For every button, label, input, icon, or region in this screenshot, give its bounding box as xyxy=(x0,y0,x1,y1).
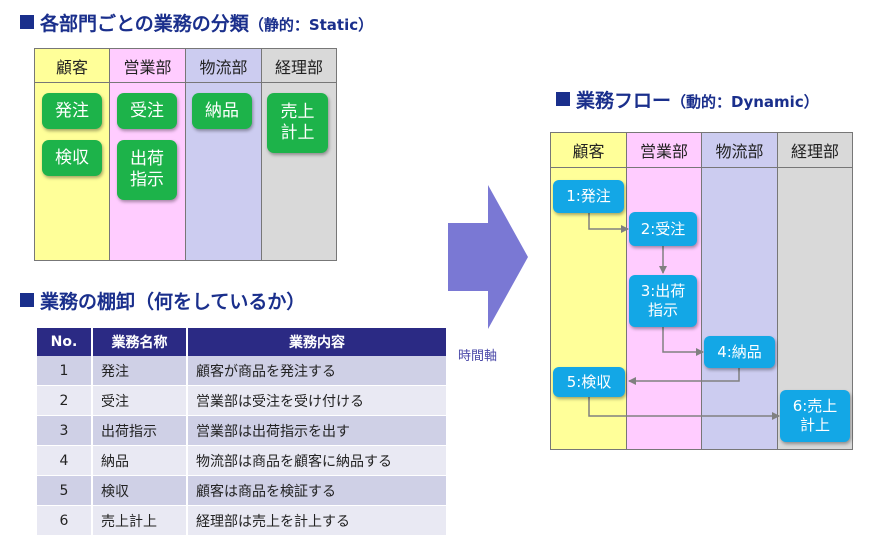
cell-name: 発注 xyxy=(92,356,188,386)
static-section-heading: 各部門ごとの業務の分類（静的：Static） xyxy=(20,9,373,36)
connector-3-to-4 xyxy=(662,327,704,356)
cell-name: 売上計上 xyxy=(92,505,188,536)
task-shipping-instruction: 出荷 指示 xyxy=(117,140,177,200)
flow-step-sales-recording-label: 6:売上 計上 xyxy=(792,397,838,434)
connector-4-to-5 xyxy=(628,368,740,385)
flow-step-receive-order: 2:受注 xyxy=(629,212,697,246)
flow-step-delivery: 4:納品 xyxy=(704,336,775,368)
static-header-accounting: 経理部 xyxy=(261,48,337,83)
static-section-title: 各部門ごとの業務の分類 xyxy=(40,13,249,35)
col-header-no: No. xyxy=(37,328,93,356)
table-row: 4 納品 物流部は商品を顧客に納品する xyxy=(37,445,448,476)
inventory-section-title: 業務の棚卸（何をしているか） xyxy=(40,291,306,313)
flow-lane-logistics xyxy=(701,132,778,450)
task-sales-recording-label: 売上 計上 xyxy=(280,102,315,143)
table-row: 6 売上計上 経理部は売上を計上する xyxy=(37,505,448,536)
task-shipping-instruction-label: 出荷 指示 xyxy=(130,149,164,190)
cell-desc: 顧客は商品を検証する xyxy=(187,475,448,506)
cell-no: 3 xyxy=(37,415,93,446)
cell-no: 4 xyxy=(37,445,93,476)
table-row: 2 受注 営業部は受注を受け付ける xyxy=(37,385,448,416)
flow-section-heading: 業務フロー（動的：Dynamic） xyxy=(556,86,819,113)
inventory-section-heading: 業務の棚卸（何をしているか） xyxy=(20,287,305,314)
flow-header-sales: 営業部 xyxy=(626,132,702,168)
cell-no: 5 xyxy=(37,475,93,506)
cell-name: 出荷指示 xyxy=(92,415,188,446)
square-bullet-icon xyxy=(20,293,34,307)
task-delivery: 納品 xyxy=(192,93,252,129)
static-lane-accounting xyxy=(261,48,337,261)
static-header-sales: 営業部 xyxy=(109,48,186,83)
cell-no: 6 xyxy=(37,505,93,536)
col-header-desc: 業務内容 xyxy=(187,328,448,356)
cell-desc: 物流部は商品を顧客に納品する xyxy=(187,445,448,476)
cell-desc: 営業部は受注を受け付ける xyxy=(187,385,448,416)
flow-section-title: 業務フロー xyxy=(576,90,672,112)
static-header-customer: 顧客 xyxy=(34,48,110,83)
col-header-name: 業務名称 xyxy=(92,328,188,356)
table-row: 3 出荷指示 営業部は出荷指示を出す xyxy=(37,415,448,446)
table-header-row: No. 業務名称 業務内容 xyxy=(37,328,448,356)
cell-no: 2 xyxy=(37,385,93,416)
cell-desc: 経理部は売上を計上する xyxy=(187,505,448,536)
time-axis-arrow xyxy=(448,185,528,329)
cell-desc: 営業部は出荷指示を出す xyxy=(187,415,448,446)
cell-name: 納品 xyxy=(92,445,188,476)
task-order: 発注 xyxy=(42,93,102,129)
task-sales-recording: 売上 計上 xyxy=(267,93,328,153)
table-row: 5 検収 顧客は商品を検証する xyxy=(37,475,448,506)
time-axis-label: 時間軸 xyxy=(458,349,498,364)
square-bullet-icon xyxy=(20,15,34,29)
flow-step-order: 1:発注 xyxy=(553,180,624,213)
task-receive-order: 受注 xyxy=(117,93,177,129)
cell-name: 検収 xyxy=(92,475,188,506)
flow-step-shipping-instruction-label: 3:出荷 指示 xyxy=(640,282,686,319)
flow-step-sales-recording: 6:売上 計上 xyxy=(780,390,850,442)
static-section-subtitle: （静的：Static） xyxy=(248,16,374,34)
task-inventory-table: No. 業務名称 業務内容 1 発注 顧客が商品を発注する 2 受注 営業部は受… xyxy=(37,328,448,536)
square-bullet-icon xyxy=(556,92,570,106)
connector-1-to-2 xyxy=(588,213,629,233)
connector-5-to-6 xyxy=(588,397,780,420)
cell-no: 1 xyxy=(37,356,93,386)
flow-header-accounting: 経理部 xyxy=(777,132,853,168)
static-lane-logistics xyxy=(185,48,262,261)
flow-header-customer: 顧客 xyxy=(550,132,627,168)
flow-step-inspection: 5:検収 xyxy=(553,367,625,397)
flow-step-shipping-instruction: 3:出荷 指示 xyxy=(629,275,697,327)
cell-desc: 顧客が商品を発注する xyxy=(187,356,448,386)
table-row: 1 発注 顧客が商品を発注する xyxy=(37,356,448,386)
time-axis-arrow-shape xyxy=(448,185,528,329)
task-inspection: 検収 xyxy=(42,140,102,176)
flow-section-subtitle: （動的：Dynamic） xyxy=(671,93,819,111)
cell-name: 受注 xyxy=(92,385,188,416)
